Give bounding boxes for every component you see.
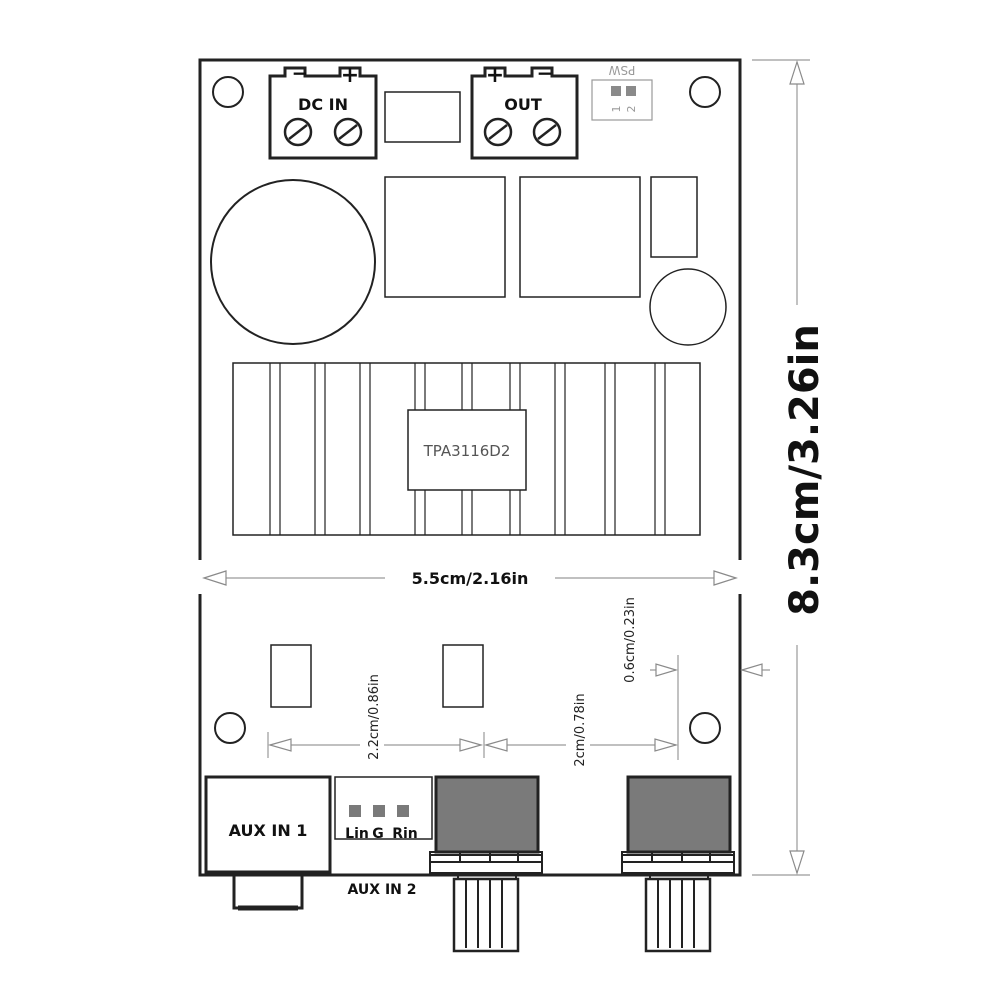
aux-pin-rin: Rin [392,826,418,842]
chip-box [407,409,527,491]
component-left [270,644,312,708]
height-dimension: 8.3cm/3.26in [752,59,828,876]
out-screw-right [532,117,562,147]
chip-label: TPA3116D2 [423,442,511,460]
dc-in-plus-sign: + [341,63,359,88]
aux-pin-pad-lin [349,805,361,817]
gap1-dimension: 2.2cm/0.86in [267,660,484,770]
psw-label: PSW [609,63,636,77]
out-label: OUT [504,95,542,114]
aux-pin-pad-rin [397,805,409,817]
mounting-hole-bottom-right [689,712,721,744]
gap2-dimension: 2cm/0.78in [483,655,679,775]
dc-in-terminal: − + DC IN [268,61,378,160]
large-capacitor [210,179,376,345]
gap1-label: 2.2cm/0.86in [367,674,382,760]
gap3-label: 0.6cm/0.23in [623,597,638,683]
switch-pad-2 [626,86,636,96]
inductor-right [519,176,641,298]
potentiometer-right [621,775,735,953]
aux-in-1-label: AUX IN 1 [229,821,308,840]
mounting-hole-top-right [689,76,721,108]
switch-pin-2: 2 [625,106,638,113]
dc-in-minus-sign: − [292,61,309,85]
aux-in-2-label: AUX IN 2 [348,882,417,898]
mounting-hole-bottom-left [214,712,246,744]
pcb-outline [198,58,742,877]
potentiometer-left [429,775,543,953]
psw-switch: PSW 1 2 [591,63,653,121]
gap2-label: 2cm/0.78in [573,693,588,766]
aux-pin-lin: Lin [345,826,369,842]
width-dimension: 5.5cm/2.16in [190,555,750,600]
aux-pin-pad-g [373,805,385,817]
height-label: 8.3cm/3.26in [782,324,828,616]
out-plus-sign: + [486,63,504,88]
dc-in-label: DC IN [298,95,348,114]
aux-in-2-header: Lin G Rin AUX IN 2 [334,776,433,898]
small-component [384,91,461,143]
out-terminal: + − OUT [470,61,579,160]
dc-in-screw-right [333,117,363,147]
dc-in-screw-left [283,117,313,147]
out-minus-sign: − [537,61,554,85]
component-right [442,644,484,708]
width-label: 5.5cm/2.16in [412,569,529,588]
aux-pin-g: G [372,826,384,842]
aux-in-1-jack: AUX IN 1 [204,775,332,911]
small-rect-component [650,176,698,258]
out-screw-left [483,117,513,147]
switch-pad-1 [611,86,621,96]
small-capacitor [649,268,727,346]
switch-pin-1: 1 [610,106,623,113]
heatsink: TPA3116D2 [232,362,701,536]
inductor-left [384,176,506,298]
gap3-dimension: 0.6cm/0.23in [623,597,770,683]
mounting-hole-top-left [212,76,244,108]
